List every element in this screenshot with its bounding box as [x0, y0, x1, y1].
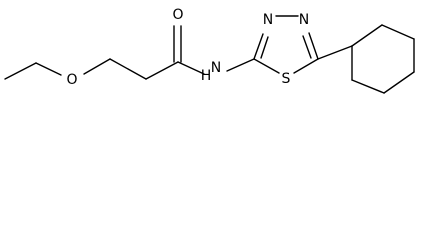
bond-ring-c2-n3-inner: [260, 36, 269, 59]
bond-ring-n4-c5: [308, 32, 319, 60]
atom-label-amide-nitrogen: N: [211, 60, 221, 76]
bond-c4-carbonyl: [145, 61, 179, 80]
atom-label-ring-nitrogen-left: N: [263, 12, 273, 28]
atom-label-ether-oxygen: O: [66, 72, 77, 88]
bond-c3-c4: [109, 58, 147, 80]
bond-carbonyl-n: [177, 61, 205, 75]
bond-ring-n4-c5-inner: [302, 35, 312, 59]
bond-cyclohexyl-4-5: [383, 71, 415, 94]
bond-ring-c5-s: [293, 58, 319, 74]
bond-ring-c2-n3: [253, 33, 264, 60]
bond-ring-s-c2: [253, 58, 280, 74]
bond-c5-cyclohexyl: [317, 45, 353, 60]
atom-label-amide-hydrogen: H: [201, 68, 212, 84]
bond-n-ring-c2: [226, 58, 255, 72]
atom-label-ring-sulfur: S: [282, 71, 291, 87]
bond-cyclohexyl-1-2: [351, 24, 383, 47]
bond-cyclohexyl-2-3: [381, 24, 415, 40]
chemical-structure-diagram: O O N H N N S: [4, 7, 415, 94]
bond-ethyl-c2-o: [35, 62, 62, 76]
atom-label-carbonyl-oxygen: O: [172, 7, 183, 23]
bond-o-c3: [83, 58, 111, 75]
bond-ethyl-c1-c2: [4, 62, 37, 80]
atom-label-ring-nitrogen-right: N: [299, 12, 309, 28]
bond-cyclohexyl-5-6: [351, 79, 385, 94]
